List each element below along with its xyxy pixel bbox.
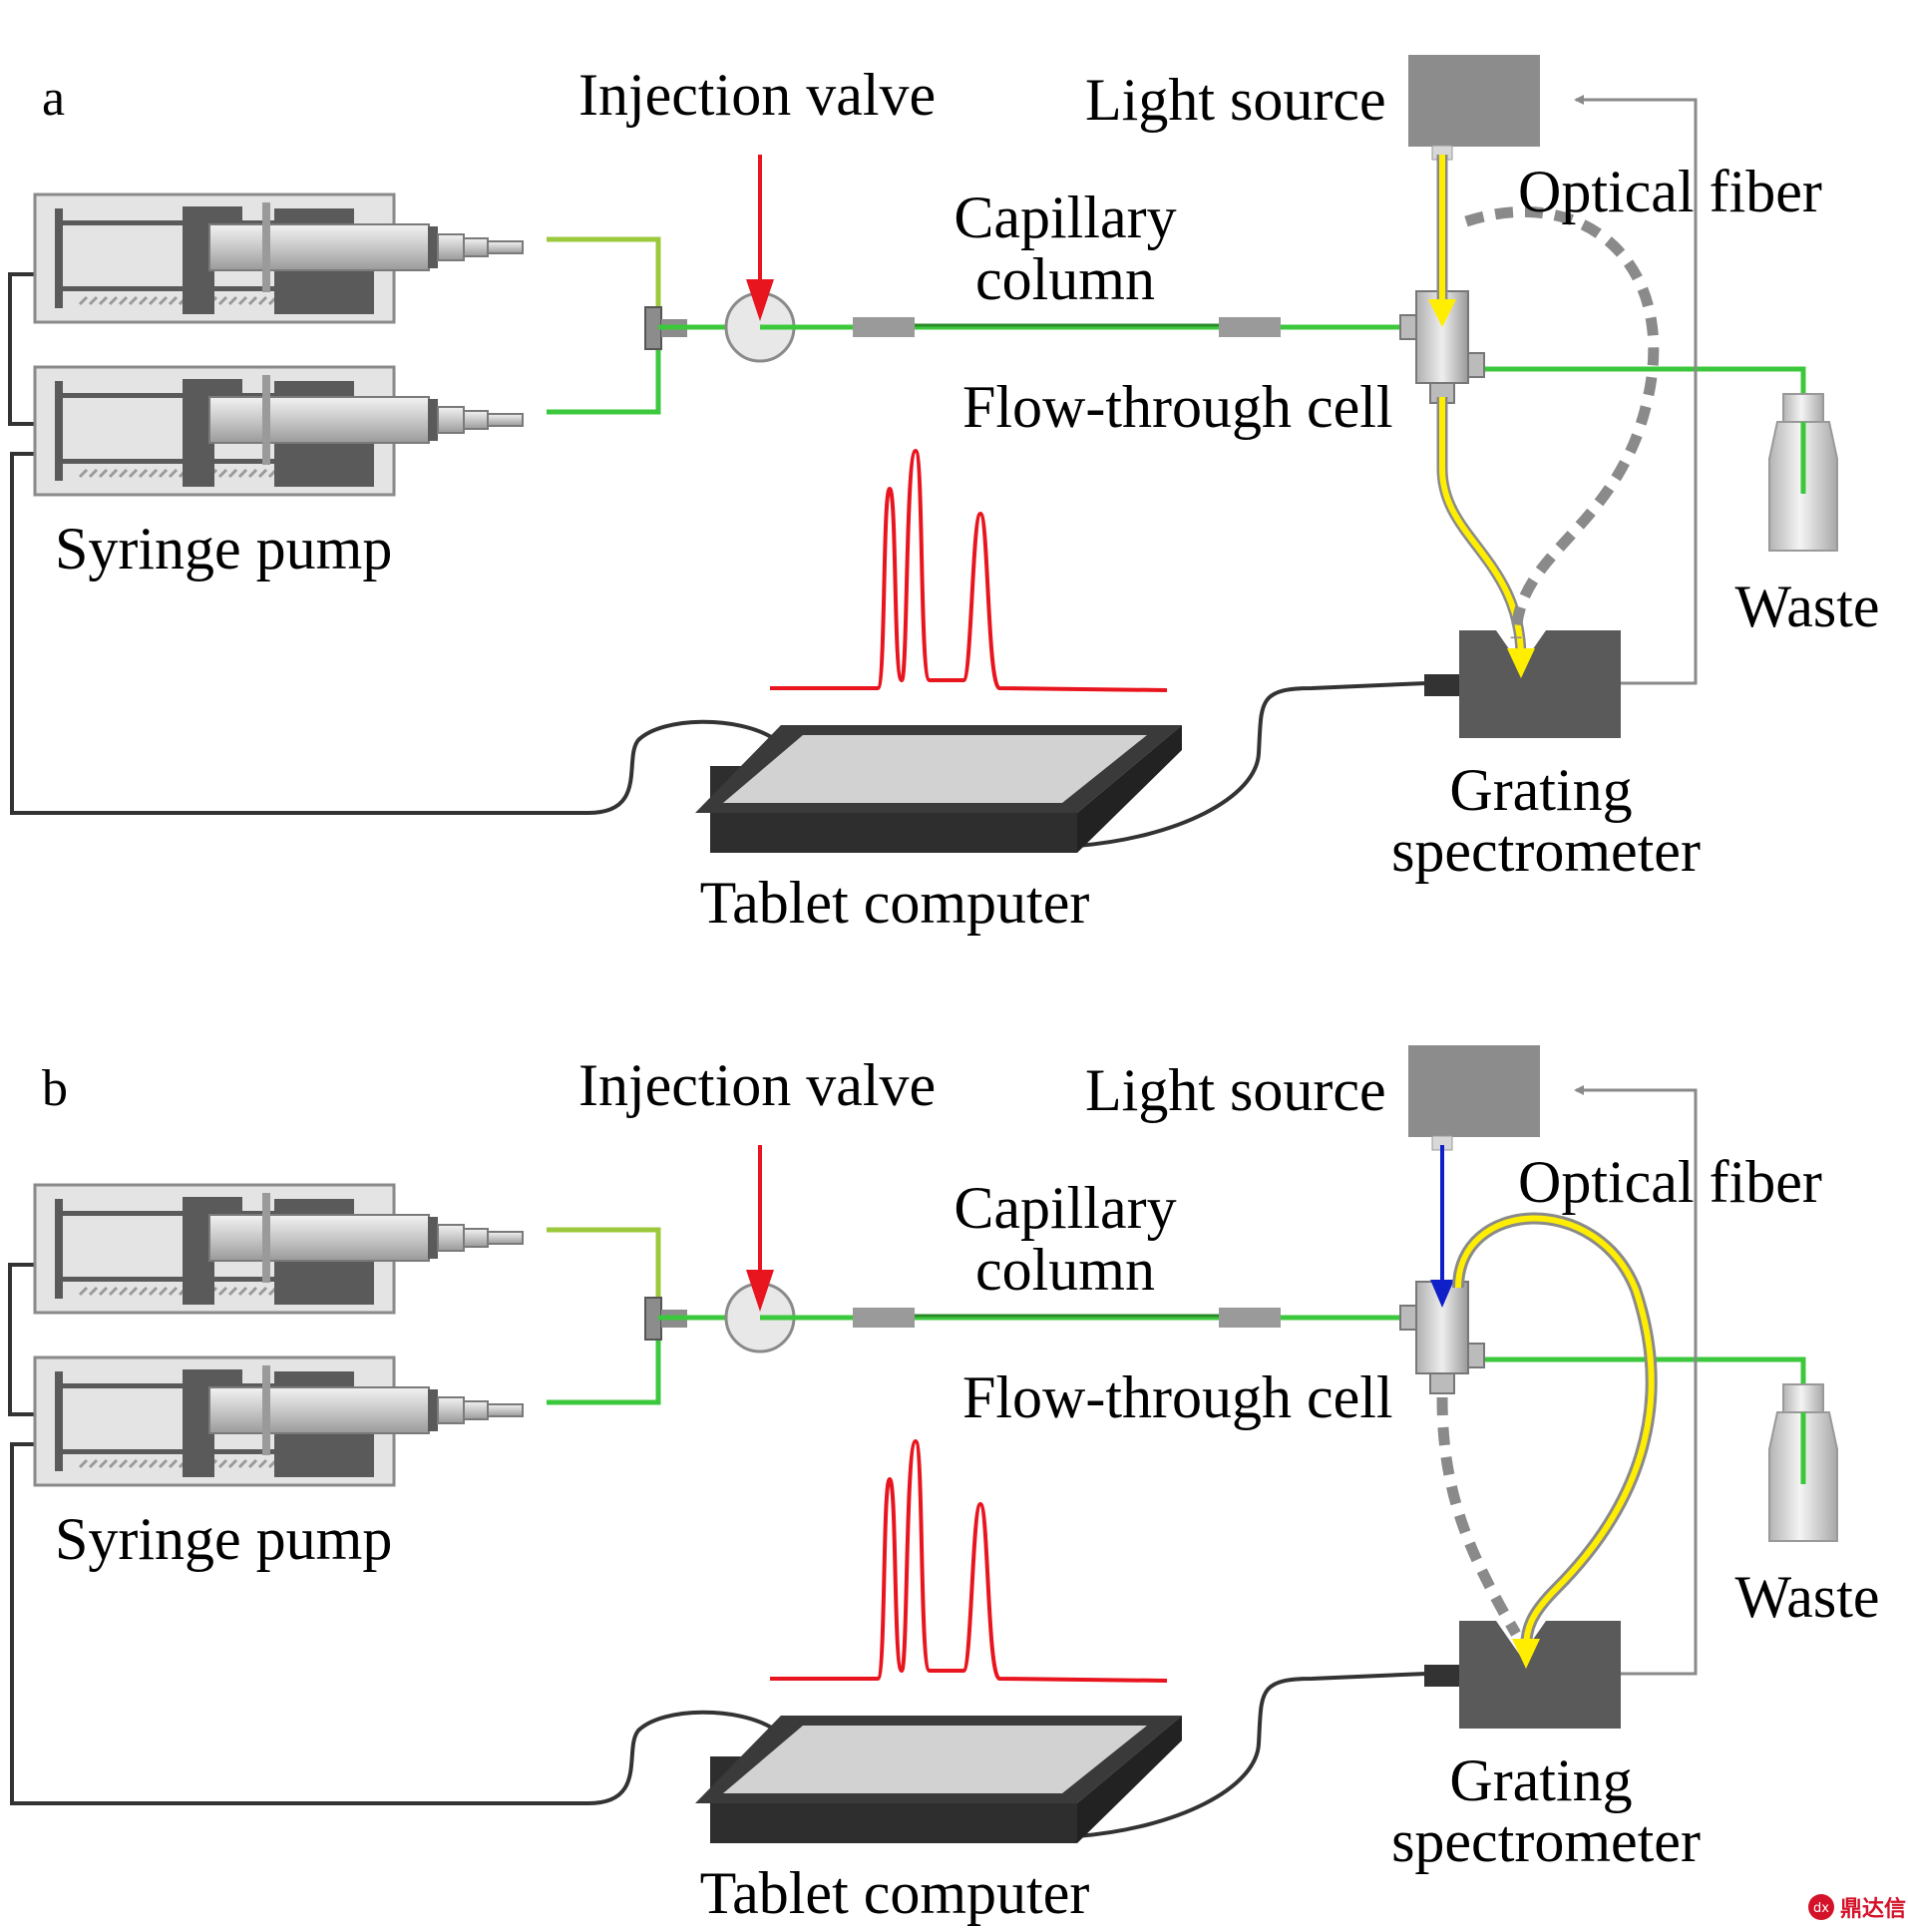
- grating-label-1: Grating: [1449, 1747, 1632, 1813]
- tablet-side: [1077, 1716, 1182, 1843]
- flow-cell-inlet: [1399, 314, 1417, 340]
- light-source-box: [1408, 1045, 1540, 1137]
- flow-cell-inlet: [1399, 1305, 1417, 1331]
- syringe-pump-top: [33, 1183, 524, 1315]
- syringe-pump-label: Syringe pump: [55, 1506, 392, 1572]
- flow-line-pump-b: [547, 1318, 661, 1405]
- light-source-label: Light source: [1085, 1057, 1386, 1123]
- tablet-label: Tablet computer: [700, 870, 1090, 936]
- flow-line-pump-a: [547, 1227, 661, 1315]
- chromatogram-trace: [770, 448, 1168, 692]
- syringe-pump-bottom: [33, 365, 524, 497]
- column-fitting-right: [1219, 317, 1281, 337]
- grating-label-2: spectrometer: [1391, 818, 1701, 884]
- grating-spectrometer: [1459, 630, 1621, 738]
- flow-line-pump-a: [547, 236, 661, 324]
- flow-cell-outlet: [1467, 352, 1485, 378]
- optical-fiber-label: Optical fiber: [1518, 159, 1822, 224]
- tablet-side: [1077, 725, 1182, 853]
- panel-letter: b: [42, 1060, 68, 1117]
- tablet-screen: [723, 1726, 1147, 1793]
- feedback-line: [1574, 1085, 1698, 1676]
- excitation-arrowhead: [1430, 1280, 1454, 1308]
- optical-fiber-label: Optical fiber: [1518, 1149, 1822, 1215]
- waste-bottle-cap: [1782, 393, 1824, 423]
- grating-spectrometer: [1459, 1621, 1621, 1729]
- syringe-pump-bottom: [33, 1355, 524, 1487]
- flow-cell-outlet: [1467, 1343, 1485, 1368]
- tablet-to-spectrometer-cable: [1076, 681, 1427, 848]
- pump-to-tablet-cable: [10, 1442, 775, 1805]
- flow-cell-label: Flow-through cell: [962, 374, 1393, 440]
- light-source-box: [1408, 55, 1540, 147]
- emission-arrowhead: [1507, 648, 1535, 678]
- tablet-screen: [723, 735, 1147, 803]
- pump-to-tablet-cable: [10, 452, 775, 815]
- watermark-logo: dx 鼎达信: [1808, 1894, 1906, 1922]
- grating-label-1: Grating: [1449, 757, 1632, 823]
- feedback-line: [1574, 95, 1698, 685]
- waste-flow-line: [1441, 1318, 1806, 1484]
- capillary-label-1: Capillary: [954, 1175, 1176, 1241]
- light-source-label: Light source: [1085, 67, 1386, 133]
- injection-arrow-head: [746, 279, 774, 321]
- capillary-label-2: column: [975, 246, 1155, 312]
- emission-fiber: [1455, 1215, 1655, 1650]
- waste-bottle-cap: [1782, 1383, 1824, 1413]
- injection-valve-label: Injection valve: [578, 1052, 936, 1118]
- pump-link-cable: [8, 1263, 35, 1416]
- column-fitting-right: [1219, 1308, 1281, 1328]
- panel-letter: a: [42, 70, 65, 127]
- syringe-pump-label: Syringe pump: [55, 516, 392, 581]
- grating-label-2: spectrometer: [1391, 1808, 1701, 1874]
- injection-valve-label: Injection valve: [578, 62, 936, 128]
- tablet-label: Tablet computer: [700, 1860, 1090, 1926]
- chromatogram-trace: [770, 1438, 1168, 1683]
- usb-plug: [1424, 674, 1460, 696]
- flow-cell-label: Flow-through cell: [962, 1364, 1393, 1430]
- column-fitting-left: [853, 317, 915, 337]
- emission-arrowhead: [1512, 1639, 1540, 1669]
- capillary-label-2: column: [975, 1237, 1155, 1303]
- syringe-pump-top: [33, 193, 524, 324]
- svg-text:鼎达信: 鼎达信: [1840, 1896, 1906, 1922]
- injection-arrow-head: [746, 1270, 774, 1312]
- capillary-label-1: Capillary: [954, 185, 1176, 250]
- pump-link-cable: [8, 272, 35, 426]
- waste-label: Waste: [1734, 1564, 1879, 1630]
- column-fitting-left: [853, 1308, 915, 1328]
- svg-text:dx: dx: [1813, 1901, 1829, 1916]
- flow-cell-bottom-port: [1429, 1372, 1455, 1394]
- emission-fiber: [1439, 397, 1524, 659]
- flow-line-pump-b: [547, 327, 661, 415]
- alternate-fiber-dashed: [1436, 1396, 1521, 1637]
- waste-label: Waste: [1734, 574, 1879, 639]
- usb-plug: [1424, 1665, 1460, 1687]
- excitation-arrowhead: [1428, 299, 1456, 327]
- alternate-fiber-dashed: [1464, 206, 1660, 639]
- tablet-to-spectrometer-cable: [1076, 1672, 1427, 1838]
